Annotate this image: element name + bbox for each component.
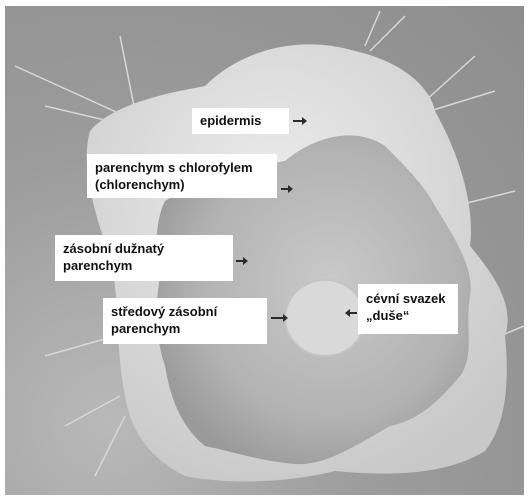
- vascular-pith: [285, 280, 365, 356]
- label-storage-line2: parenchym: [63, 257, 225, 274]
- label-epidermis-text: epidermis: [200, 112, 281, 129]
- label-chlorenchym-line1: parenchym s chlorofylem: [95, 159, 269, 176]
- arrow-epidermis: [293, 120, 303, 122]
- label-central-line2: parenchym: [111, 320, 259, 337]
- label-central-line1: středový zásobní: [111, 303, 259, 320]
- label-storage-parenchym: zásobní dužnatý parenchym: [55, 235, 233, 281]
- label-vascular-line2: „duše“: [366, 307, 450, 324]
- label-vascular-line1: cévní svazek: [366, 290, 450, 307]
- label-chlorenchym-line2: (chlorenchym): [95, 176, 269, 193]
- label-epidermis: epidermis: [192, 108, 289, 134]
- arrow-chlorenchym: [281, 188, 289, 190]
- label-chlorenchym: parenchym s chlorofylem (chlorenchym): [87, 154, 277, 198]
- arrow-central-parenchym: [271, 317, 284, 319]
- arrow-storage-parenchym: [236, 260, 244, 262]
- arrow-vascular-bundle: [349, 312, 357, 314]
- label-central-parenchym: středový zásobní parenchym: [103, 298, 267, 344]
- label-storage-line1: zásobní dužnatý: [63, 240, 225, 257]
- label-vascular-bundle: cévní svazek „duše“: [358, 284, 458, 334]
